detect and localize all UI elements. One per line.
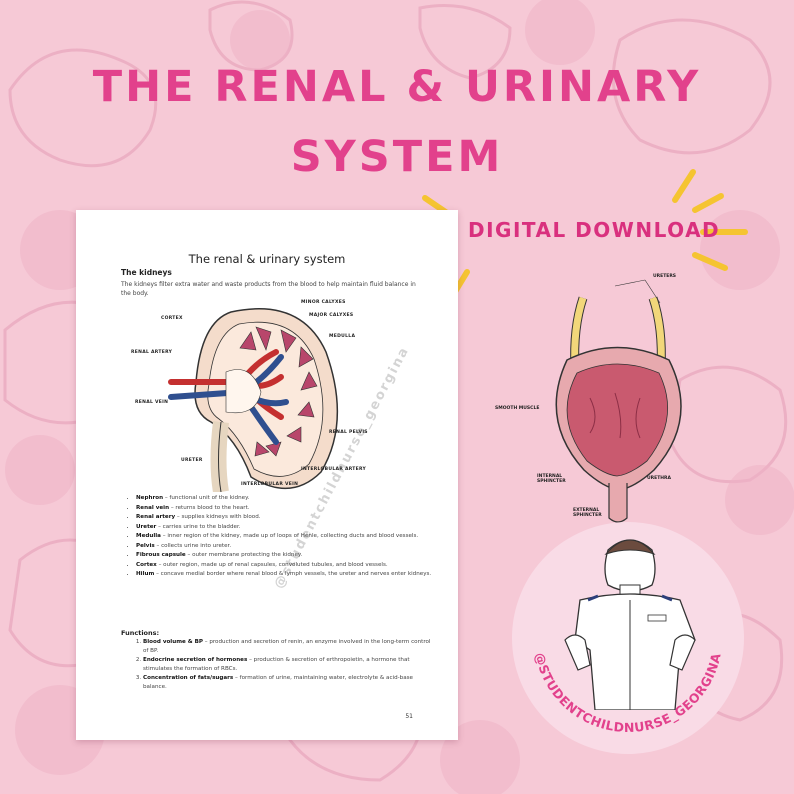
social-handle-arc: @STUDENTCHILDNURSE_GEORGINA — [532, 651, 723, 735]
label-urethra: URETHRA — [647, 476, 671, 481]
label-interlobular-artery: INTERLOBULAR ARTERY — [301, 467, 367, 472]
main-title-line2: SYSTEM — [290, 132, 504, 182]
label-renal-artery: RENAL ARTERY — [131, 350, 173, 355]
document-title: The renal & urinary system — [188, 252, 346, 266]
label-renal-pelvis: RENAL PELVIS — [329, 430, 368, 435]
list-item: Concentration of fats/sugars – formation… — [143, 674, 433, 691]
label-internal-sphincter: INTERNAL SPHINCTER — [537, 474, 566, 484]
kidney-diagram: MINOR CALYXES MAJOR CALYXES CORTEX MEDUL… — [131, 300, 411, 494]
label-smooth-muscle: SMOOTH MUSCLE — [495, 406, 540, 411]
label-major-calyces: MAJOR CALYXES — [309, 313, 354, 318]
functions-list: Blood volume & BP – production and secre… — [131, 638, 433, 692]
definition-list: Nephron – functional unit of the kidney.… — [126, 494, 436, 580]
digital-download-badge: DIGITAL DOWNLOAD — [468, 218, 721, 242]
section-heading: The kidneys — [121, 268, 172, 277]
list-item: Renal vein – returns blood to the heart. — [136, 504, 436, 513]
list-item: Ureter – carries urine to the bladder. — [136, 523, 436, 532]
label-minor-calyces: MINOR CALYXES — [301, 300, 346, 305]
list-item: Medulla – inner region of the kidney, ma… — [136, 532, 436, 541]
label-ureter: URETER — [181, 458, 203, 463]
list-item: Fibrous capsule – outer membrane protect… — [136, 551, 436, 560]
list-item: Hilum – concave medial border where rena… — [136, 570, 436, 579]
label-interlobular-vein: INTERLOBULAR VEIN — [241, 482, 299, 487]
label-medulla: MEDULLA — [329, 334, 356, 339]
nurse-illustration — [564, 539, 696, 710]
label-renal-vein: RENAL VEIN — [135, 400, 169, 405]
label-cortex: CORTEX — [161, 316, 183, 321]
bladder-illustration — [555, 279, 682, 523]
list-item: Nephron – functional unit of the kidney. — [136, 494, 436, 503]
bladder-diagram: URETERS SMOOTH MUSCLE INTERNAL SPHINCTER… — [495, 268, 715, 528]
social-handle: @STUDENTCHILDNURSE_GEORGINA — [532, 651, 723, 735]
intro-text: The kidneys filter extra water and waste… — [121, 281, 416, 297]
functions-heading: Functions: — [121, 629, 160, 637]
list-item: Pelvis – collects urine into ureter. — [136, 542, 436, 551]
svg-text:@STUDENTCHILDNURSE_GEORGINA: @STUDENTCHILDNURSE_GEORGINA — [532, 651, 723, 735]
page-number: 51 — [405, 713, 413, 720]
main-title-line1: THE RENAL & URINARY — [92, 62, 702, 112]
label-ureters: URETERS — [653, 274, 677, 279]
document-page-preview: The renal & urinary system The kidneys T… — [76, 210, 458, 740]
list-item: Blood volume & BP – production and secre… — [143, 638, 433, 655]
list-item: Cortex – outer region, made up of renal … — [136, 561, 436, 570]
list-item: Renal artery – supplies kidneys with blo… — [136, 513, 436, 522]
list-item: Endocrine secretion of hormones – produc… — [143, 656, 433, 673]
label-external-sphincter: EXTERNAL SPHINCTER — [573, 508, 602, 518]
kidney-illustration — [168, 308, 339, 494]
